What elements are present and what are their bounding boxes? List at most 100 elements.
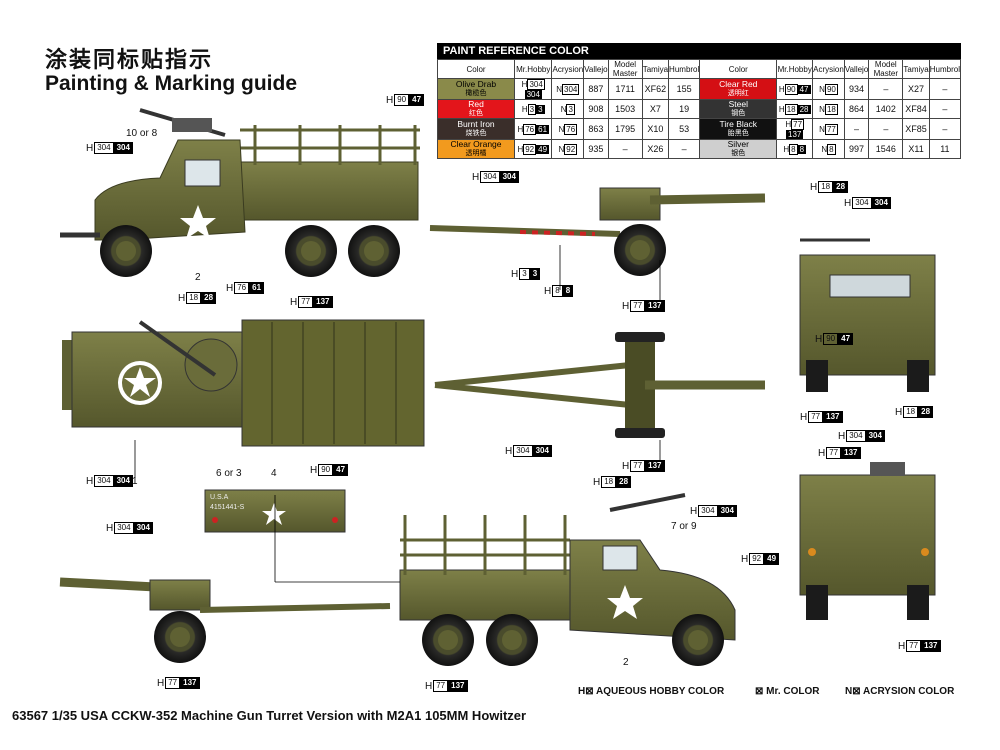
truck-rear-view bbox=[799, 462, 936, 620]
callout-code-outline: 77 bbox=[433, 680, 449, 692]
n-code: 92 bbox=[564, 143, 578, 155]
callout-code-outline: 92 bbox=[749, 553, 765, 565]
callout-code-solid: 304 bbox=[113, 475, 133, 487]
callout-code-solid: 304 bbox=[499, 171, 519, 183]
label-6-or-3: 6 or 3 bbox=[216, 468, 242, 479]
callout-code-outline: 3 bbox=[519, 268, 530, 280]
callout-code-outline: 304 bbox=[114, 522, 134, 534]
truck-top-view bbox=[62, 319, 425, 447]
label-10-or-8: 10 or 8 bbox=[126, 128, 158, 139]
color-name-cn: 透明红 bbox=[727, 90, 749, 97]
tamiya-code: X10 bbox=[641, 118, 670, 140]
h-code-outline: 3 bbox=[527, 103, 537, 115]
callout-code-outline: 77 bbox=[630, 300, 646, 312]
tamiya-code: XF85 bbox=[902, 118, 930, 140]
h-prefix: H bbox=[783, 144, 790, 154]
color-name-cn: 钢色 bbox=[731, 110, 746, 117]
callout-h-prefix: H bbox=[226, 282, 234, 294]
callout-code-outline: 304 bbox=[852, 197, 872, 209]
h-code-solid: 49 bbox=[536, 144, 550, 154]
paint-col-header: Tamiya bbox=[641, 59, 670, 79]
callout-h-prefix: H bbox=[898, 640, 906, 652]
callout-h-prefix: H bbox=[86, 142, 94, 154]
callout-code-outline: 18 bbox=[818, 181, 834, 193]
humbrol-code: 11 bbox=[928, 139, 962, 159]
h-code-solid: 47 bbox=[797, 84, 811, 94]
callout-code-solid: 49 bbox=[764, 553, 780, 565]
callout-h-prefix: H bbox=[290, 296, 298, 308]
tamiya-code: X11 bbox=[902, 139, 930, 159]
howitzer-top-view bbox=[434, 332, 765, 438]
h-prefix: H bbox=[521, 80, 528, 89]
color-name: Burnt Iron bbox=[457, 119, 495, 129]
h-code-solid: 304 bbox=[524, 90, 542, 99]
callout-h-prefix: H bbox=[86, 475, 94, 487]
callout-h-prefix: H bbox=[386, 94, 394, 106]
callout-code-solid: 137 bbox=[448, 680, 468, 692]
howitzer-side-view-bottom bbox=[59, 577, 391, 663]
label-2-top: 2 bbox=[195, 272, 201, 283]
callout-code-outline: 304 bbox=[513, 445, 533, 457]
callout-h-prefix: H bbox=[106, 522, 114, 534]
callout-code-outline: 304 bbox=[698, 505, 718, 517]
color-name-cn: 透明橘 bbox=[465, 150, 487, 157]
callout-code-outline: 304 bbox=[846, 430, 866, 442]
color-name: Red bbox=[468, 99, 484, 109]
callout-code-solid: 137 bbox=[841, 447, 861, 459]
callout-code-solid: 304 bbox=[532, 445, 552, 457]
callout-code-solid: 61 bbox=[249, 282, 265, 294]
truck-side-view-right bbox=[399, 493, 736, 666]
paint-col-header: Vallejo bbox=[843, 59, 870, 79]
callout-h-prefix: H bbox=[838, 430, 846, 442]
n-code: 3 bbox=[566, 103, 575, 115]
callout-h-prefix: H bbox=[310, 464, 318, 476]
callout-code-solid: 28 bbox=[616, 476, 632, 488]
callout-code-solid: 28 bbox=[918, 406, 934, 418]
callout-code-outline: 304 bbox=[94, 475, 114, 487]
callout-code-outline: 90 bbox=[318, 464, 334, 476]
callout-h-prefix: H bbox=[178, 292, 186, 304]
callout-code-outline: 77 bbox=[630, 460, 646, 472]
h-prefix: H bbox=[778, 84, 785, 94]
callout-h-prefix: H bbox=[157, 677, 165, 689]
callout-code-outline: 18 bbox=[903, 406, 919, 418]
callout-code-solid: 304 bbox=[865, 430, 885, 442]
vallejo-code: 935 bbox=[583, 139, 609, 159]
h-code-solid: 8 bbox=[797, 144, 807, 154]
callout-code-solid: 8 bbox=[562, 285, 574, 297]
color-name: Tire Black bbox=[719, 119, 758, 129]
callout-code-outline: 77 bbox=[298, 296, 314, 308]
label-4: 4 bbox=[271, 468, 277, 479]
callout-code-solid: 137 bbox=[921, 640, 941, 652]
callout-h-prefix: H bbox=[622, 300, 630, 312]
callout-code-outline: 304 bbox=[480, 171, 500, 183]
callout-h-prefix: H bbox=[741, 553, 749, 565]
h-code-solid: 61 bbox=[536, 124, 550, 134]
h-prefix: H bbox=[521, 104, 528, 114]
